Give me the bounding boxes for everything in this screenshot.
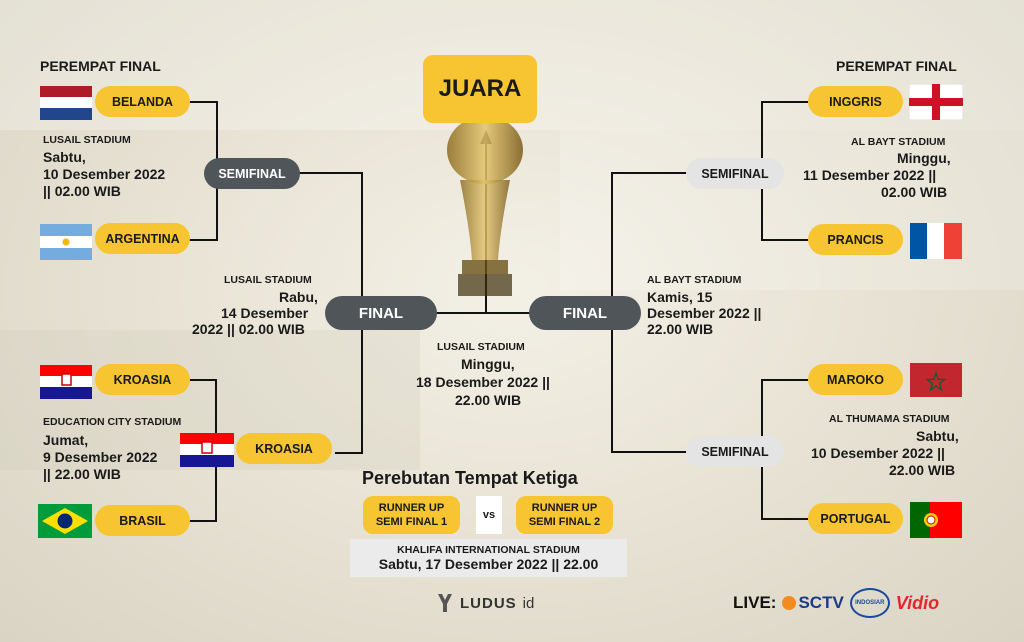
final-line1: Minggu, bbox=[461, 356, 515, 372]
team-portugal: PORTUGAL bbox=[808, 503, 903, 534]
final-line3: 22.00 WIB bbox=[455, 392, 522, 408]
final-line2: 18 Desember 2022 || bbox=[416, 374, 550, 390]
third-place-team-a: RUNNER UP SEMI FINAL 1 bbox=[363, 496, 460, 534]
team-argentina: ARGENTINA bbox=[95, 223, 190, 254]
left-qf2-time: || 22.00 WIB bbox=[43, 466, 121, 482]
ludus-logo-icon bbox=[438, 594, 452, 612]
right-qf2-day: Sabtu, bbox=[916, 428, 959, 444]
right-qf2-date: 10 Desember 2022 || bbox=[811, 445, 945, 461]
third-place-stadium: KHALIFA INTERNATIONAL STADIUM bbox=[397, 544, 580, 556]
portugal-flag-icon bbox=[910, 502, 962, 538]
netherlands-flag-icon bbox=[40, 86, 92, 120]
right-qf1-date: 11 Desember 2022 || bbox=[803, 167, 937, 183]
left-quarterfinal-heading: PEREMPAT FINAL bbox=[40, 58, 161, 74]
right-semi-line3: 22.00 WIB bbox=[647, 321, 714, 337]
right-semi-stadium: AL BAYT STADIUM bbox=[647, 274, 742, 286]
champion-box: JUARA bbox=[423, 55, 537, 123]
third-place-team-b-line2: SEMI FINAL 2 bbox=[528, 516, 601, 528]
left-qf2-date: 9 Desember 2022 bbox=[43, 449, 158, 465]
sctv-logo-text: SCTV bbox=[798, 593, 844, 612]
right-qf2-time: 22.00 WIB bbox=[889, 462, 956, 478]
third-place-vs: vs bbox=[476, 496, 502, 534]
team-maroko: MAROKO bbox=[808, 364, 903, 395]
team-belanda: BELANDA bbox=[95, 86, 190, 117]
argentina-flag-icon bbox=[40, 224, 92, 260]
right-qf1-stadium: AL BAYT STADIUM bbox=[851, 136, 946, 148]
right-semifinal-top: SEMIFINAL bbox=[686, 158, 784, 189]
left-qf1-stadium: LUSAIL STADIUM bbox=[43, 134, 131, 146]
left-semi-line2: 14 Desember bbox=[221, 305, 309, 321]
third-place-title: Perebutan Tempat Ketiga bbox=[362, 468, 578, 488]
sctv-swirl-icon bbox=[782, 596, 797, 610]
third-place-team-b: RUNNER UP SEMI FINAL 2 bbox=[516, 496, 613, 534]
ludus-logo: LUDUS id bbox=[436, 592, 534, 614]
team-inggris: INGGRIS bbox=[808, 86, 903, 117]
ludus-logo-suffix: id bbox=[522, 594, 535, 612]
right-final-pill: FINAL bbox=[529, 296, 641, 330]
third-place-datetime: Sabtu, 17 Desember 2022 || 22.00 bbox=[378, 556, 599, 572]
left-qf1-time: || 02.00 WIB bbox=[43, 183, 121, 199]
final-stadium: LUSAIL STADIUM bbox=[437, 341, 525, 353]
vidio-logo: Vidio bbox=[895, 592, 940, 613]
croatia-flag-icon bbox=[40, 365, 92, 399]
right-qf2-stadium: AL THUMAMA STADIUM bbox=[829, 413, 950, 425]
semi-winner-kroasia: KROASIA bbox=[236, 433, 332, 464]
right-semifinal-bottom: SEMIFINAL bbox=[686, 436, 784, 467]
third-place-info: KHALIFA INTERNATIONAL STADIUM Sabtu, 17 … bbox=[350, 539, 627, 577]
left-semifinal-top: SEMIFINAL bbox=[204, 158, 300, 189]
france-flag-icon bbox=[910, 223, 962, 259]
morocco-flag-icon bbox=[910, 363, 962, 397]
left-semi-line1: Rabu, bbox=[279, 289, 318, 305]
live-bar: LIVE: SCTV INDOSIAR Vidio bbox=[733, 588, 939, 618]
sctv-logo: SCTV bbox=[782, 593, 844, 613]
indosiar-logo-text: INDOSIAR bbox=[855, 600, 885, 606]
right-qf1-day: Minggu, bbox=[897, 150, 951, 166]
third-place-team-a-line2: SEMI FINAL 1 bbox=[375, 516, 448, 528]
team-kroasia: KROASIA bbox=[95, 364, 190, 395]
live-label: LIVE: bbox=[733, 593, 777, 612]
left-qf2-day: Jumat, bbox=[43, 432, 89, 448]
right-quarterfinal-heading: PEREMPAT FINAL bbox=[836, 58, 957, 74]
team-brasil: BRASIL bbox=[95, 505, 190, 536]
right-semi-line2: Desember 2022 || bbox=[647, 305, 762, 321]
ludus-logo-text: LUDUS bbox=[460, 594, 517, 612]
left-semi-line3: 2022 || 02.00 WIB bbox=[192, 321, 305, 337]
trophy-icon bbox=[447, 116, 523, 296]
left-semi-stadium: LUSAIL STADIUM bbox=[224, 274, 312, 286]
left-qf2-stadium: EDUCATION CITY STADIUM bbox=[43, 416, 182, 428]
third-place-team-b-line1: RUNNER UP bbox=[531, 502, 598, 514]
croatia-flag-icon-semi bbox=[180, 433, 234, 467]
left-final-pill: FINAL bbox=[325, 296, 437, 330]
right-semi-line1: Kamis, 15 bbox=[647, 289, 713, 305]
team-prancis: PRANCIS bbox=[808, 224, 903, 255]
right-qf1-time: 02.00 WIB bbox=[881, 184, 948, 200]
left-qf1-date: 10 Desember 2022 bbox=[43, 166, 166, 182]
brazil-flag-icon bbox=[38, 504, 92, 538]
england-flag-icon bbox=[909, 84, 963, 120]
third-place-team-a-line1: RUNNER UP bbox=[378, 502, 445, 514]
indosiar-logo: INDOSIAR bbox=[849, 588, 890, 618]
left-qf1-day: Sabtu, bbox=[43, 149, 86, 165]
